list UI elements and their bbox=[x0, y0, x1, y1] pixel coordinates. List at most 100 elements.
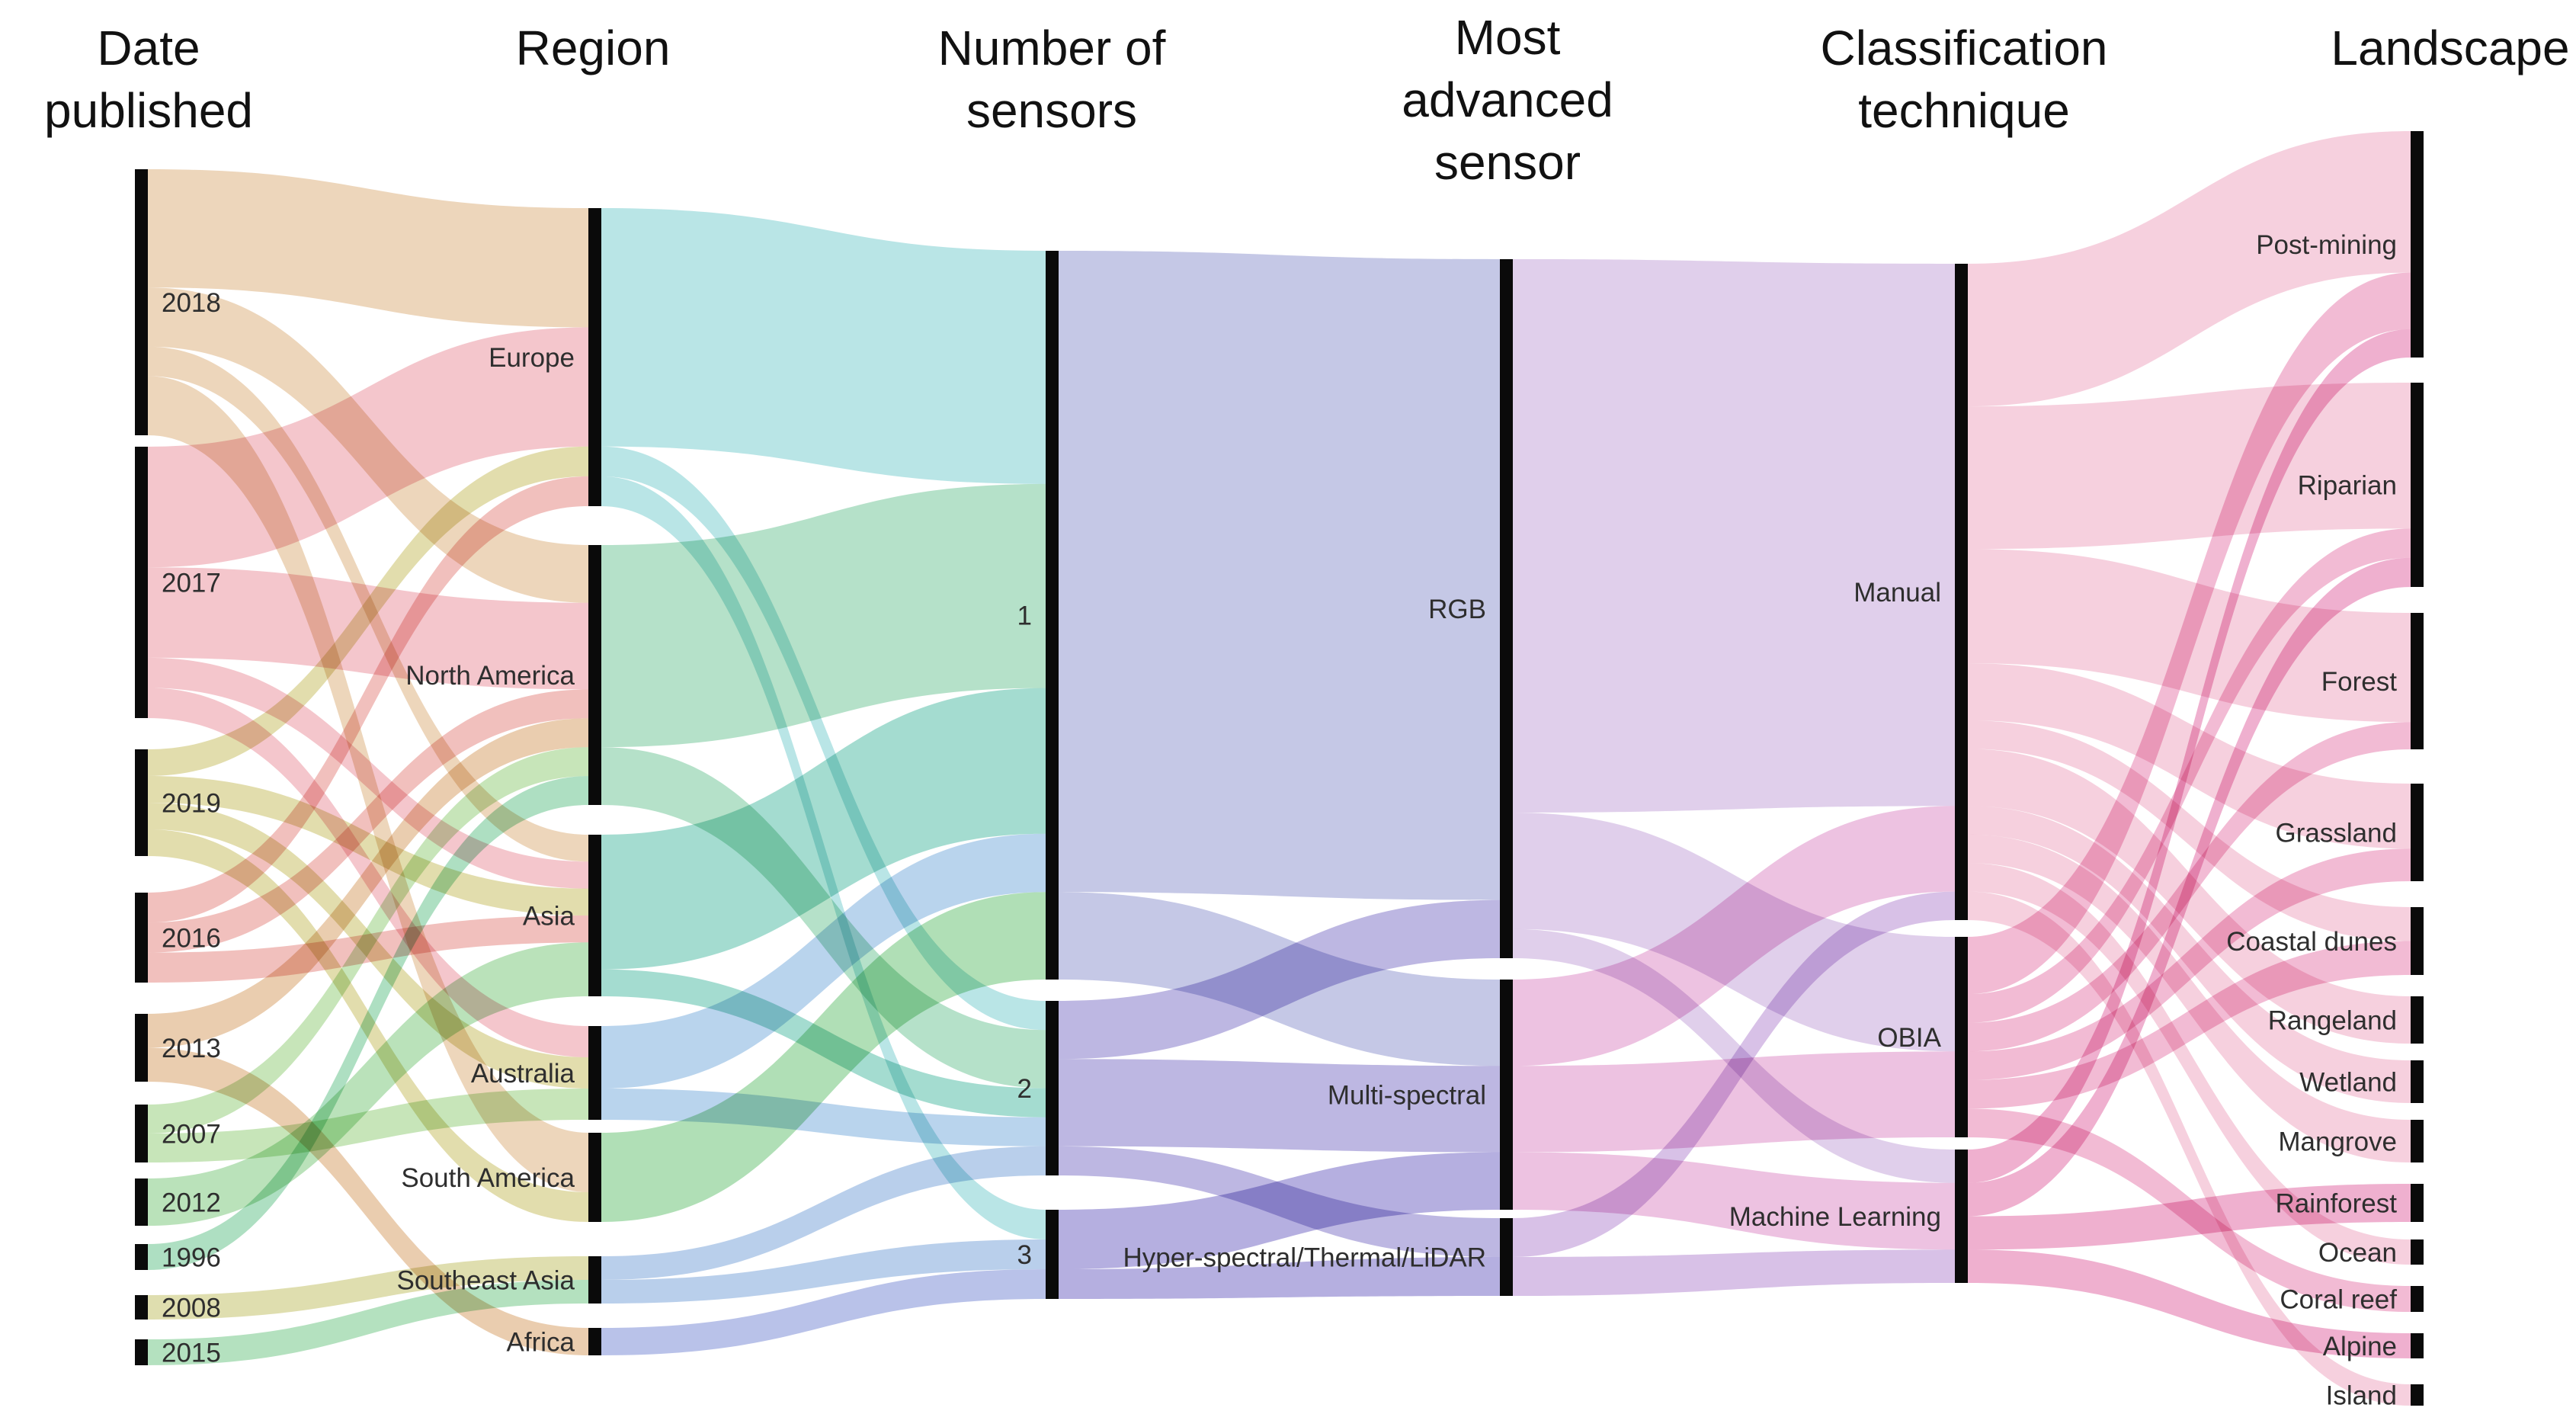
node-label-y2015: 2015 bbox=[162, 1338, 221, 1368]
node-ml bbox=[1955, 1150, 1968, 1283]
node-label-y2012: 2012 bbox=[162, 1188, 221, 1217]
node-label-alpine: Alpine bbox=[2323, 1332, 2397, 1361]
node-label-coral_reef: Coral reef bbox=[2280, 1284, 2397, 1314]
node-label-hyperspectral: Hyper-spectral/Thermal/LiDAR bbox=[1123, 1243, 1486, 1272]
flow-obia-to-riparian bbox=[1968, 528, 2411, 1023]
node-europe bbox=[588, 208, 601, 506]
node-obia bbox=[1955, 937, 1968, 1137]
node-southeast_asia bbox=[588, 1256, 601, 1304]
node-label-rainforest: Rainforest bbox=[2275, 1188, 2397, 1218]
node-label-europe: Europe bbox=[489, 343, 575, 373]
flow-s2-to-multispectral bbox=[1059, 1059, 1500, 1153]
flow-y2017-to-north_america bbox=[148, 567, 588, 690]
node-label-grassland: Grassland bbox=[2275, 818, 2397, 848]
node-label-obia: OBIA bbox=[1877, 1023, 1941, 1053]
node-label-rgb: RGB bbox=[1428, 595, 1486, 624]
node-y2016 bbox=[135, 893, 148, 983]
flow-manual-to-riparian bbox=[1968, 383, 2411, 550]
node-label-ml: Machine Learning bbox=[1729, 1202, 1941, 1232]
node-label-y2013: 2013 bbox=[162, 1034, 221, 1063]
node-label-y2007: 2007 bbox=[162, 1119, 221, 1149]
flow-multispectral-to-ml bbox=[1513, 1152, 1955, 1250]
column-header-sensor-type-line1: Most bbox=[1454, 10, 1561, 65]
node-label-y2018: 2018 bbox=[162, 288, 221, 318]
node-australia bbox=[588, 1026, 601, 1120]
flow-y2019-to-asia bbox=[148, 776, 588, 916]
node-label-north_america: North America bbox=[405, 661, 575, 691]
flow-manual-to-post_mining bbox=[1968, 131, 2411, 407]
column-header-region: Region bbox=[334, 17, 852, 79]
node-label-island: Island bbox=[2326, 1381, 2397, 1410]
node-s3 bbox=[1046, 1210, 1059, 1299]
flow-obia-to-grassland bbox=[1968, 848, 2411, 1080]
node-label-y2019: 2019 bbox=[162, 788, 221, 818]
node-riparian bbox=[2411, 383, 2424, 587]
node-label-y2008: 2008 bbox=[162, 1293, 221, 1323]
node-label-y2017: 2017 bbox=[162, 568, 221, 598]
node-y1996 bbox=[135, 1244, 148, 1270]
node-multispectral bbox=[1500, 980, 1513, 1210]
flow-south_america-to-s1 bbox=[601, 892, 1046, 1222]
node-s1 bbox=[1046, 251, 1059, 980]
node-label-riparian: Riparian bbox=[2298, 470, 2397, 500]
column-header-date-line1: Date bbox=[97, 21, 200, 75]
node-coral_reef bbox=[2411, 1286, 2424, 1312]
column-header-sensors-line1: Number of bbox=[937, 21, 1166, 75]
node-label-manual: Manual bbox=[1854, 578, 1941, 608]
node-y2019 bbox=[135, 749, 148, 856]
node-label-ocean: Ocean bbox=[2318, 1238, 2397, 1268]
node-y2017 bbox=[135, 447, 148, 718]
node-label-south_america: South America bbox=[401, 1163, 575, 1193]
flow-y2012-to-asia bbox=[148, 942, 588, 1226]
flow-s3-to-multispectral bbox=[1059, 1152, 1500, 1269]
flow-s3-to-hyperspectral bbox=[1059, 1257, 1500, 1299]
column-header-date: Date published bbox=[0, 17, 408, 142]
node-label-multispectral: Multi-spectral bbox=[1328, 1080, 1486, 1110]
node-label-southeast_asia: Southeast Asia bbox=[397, 1265, 575, 1295]
flow-y2007-to-north_america bbox=[148, 747, 588, 1134]
node-coastal_dunes bbox=[2411, 907, 2424, 975]
flow-rgb-to-manual bbox=[1513, 259, 1955, 813]
flow-australia-to-s1 bbox=[601, 833, 1046, 1089]
flow-y2013-to-africa bbox=[148, 1047, 588, 1355]
flow-manual-to-ocean bbox=[1968, 863, 2411, 1265]
flow-europe-to-s1 bbox=[601, 208, 1046, 484]
flow-ml-to-riparian bbox=[1968, 557, 2411, 1217]
node-label-s3: 3 bbox=[1017, 1240, 1032, 1270]
flow-ml-to-post_mining bbox=[1968, 329, 2411, 1183]
flow-y2013-to-north_america bbox=[148, 718, 588, 1048]
node-rainforest bbox=[2411, 1184, 2424, 1222]
flow-southeast_asia-to-s2 bbox=[601, 1146, 1046, 1280]
flow-y2016-to-north_america bbox=[148, 689, 588, 953]
flow-manual-to-island bbox=[1968, 891, 2411, 1406]
node-wetland bbox=[2411, 1060, 2424, 1103]
node-forest bbox=[2411, 613, 2424, 749]
node-grassland bbox=[2411, 784, 2424, 881]
node-y2013 bbox=[135, 1014, 148, 1082]
node-asia bbox=[588, 835, 601, 996]
flow-manual-to-mangrove bbox=[1968, 834, 2411, 1162]
flow-y1996-to-north_america bbox=[148, 776, 588, 1270]
flow-australia-to-s2 bbox=[601, 1089, 1046, 1146]
flow-ml-to-rainforest bbox=[1968, 1184, 2411, 1250]
flow-y2008-to-southeast_asia bbox=[148, 1256, 588, 1320]
node-post_mining bbox=[2411, 131, 2424, 358]
node-rgb bbox=[1500, 259, 1513, 958]
node-north_america bbox=[588, 545, 601, 805]
flow-north_america-to-s1 bbox=[601, 483, 1046, 748]
node-label-y1996: 1996 bbox=[162, 1243, 221, 1272]
node-label-y2016: 2016 bbox=[162, 923, 221, 953]
column-header-sensors-line2: sensors bbox=[966, 83, 1138, 138]
flow-y2007-to-australia bbox=[148, 1089, 588, 1162]
column-header-sensor-type: Most advanced sensor bbox=[1248, 6, 1767, 194]
flow-africa-to-s3 bbox=[601, 1269, 1046, 1355]
node-label-s1: 1 bbox=[1017, 601, 1032, 630]
flow-y2018-to-europe bbox=[148, 169, 588, 328]
column-header-classification-line2: technique bbox=[1858, 83, 2070, 138]
flow-y2017-to-europe bbox=[148, 327, 588, 568]
node-y2015 bbox=[135, 1339, 148, 1365]
node-label-s2: 2 bbox=[1017, 1074, 1032, 1104]
node-label-australia: Australia bbox=[471, 1059, 575, 1089]
